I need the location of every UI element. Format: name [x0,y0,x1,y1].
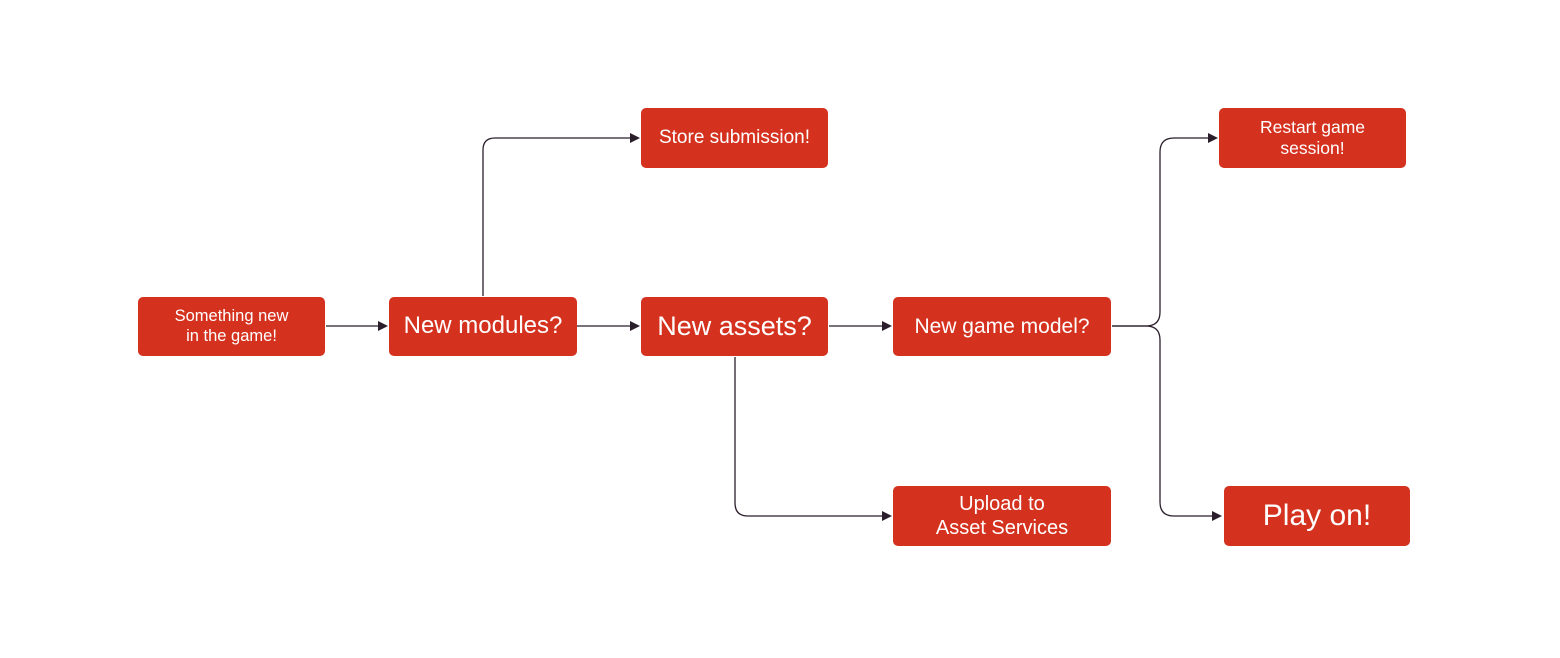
node-something-new: Something new in the game! [138,297,325,356]
edge-new-modules-to-store-submission [482,137,632,296]
arrowhead-new-game-model [882,321,892,331]
arrowhead-new-assets [630,321,640,331]
node-new-modules: New modules? [389,297,577,356]
edge-new-game-model-to-restart-session [1112,137,1210,327]
node-restart-game-session: Restart game session! [1219,108,1406,168]
edge-new-assets-to-upload [734,357,884,517]
arrowhead-play-on [1212,511,1222,521]
node-new-game-model: New game model? [893,297,1111,356]
node-play-on: Play on! [1224,486,1410,546]
node-store-submission: Store submission! [641,108,828,168]
arrowhead-new-modules [378,321,388,331]
node-new-assets: New assets? [641,297,828,356]
arrowhead-restart-session [1208,133,1218,143]
arrowhead-upload [882,511,892,521]
arrowhead-store-submission [630,133,640,143]
node-upload-to-asset-services: Upload to Asset Services [893,486,1111,546]
edge-new-game-model-to-play-on [1112,325,1214,517]
